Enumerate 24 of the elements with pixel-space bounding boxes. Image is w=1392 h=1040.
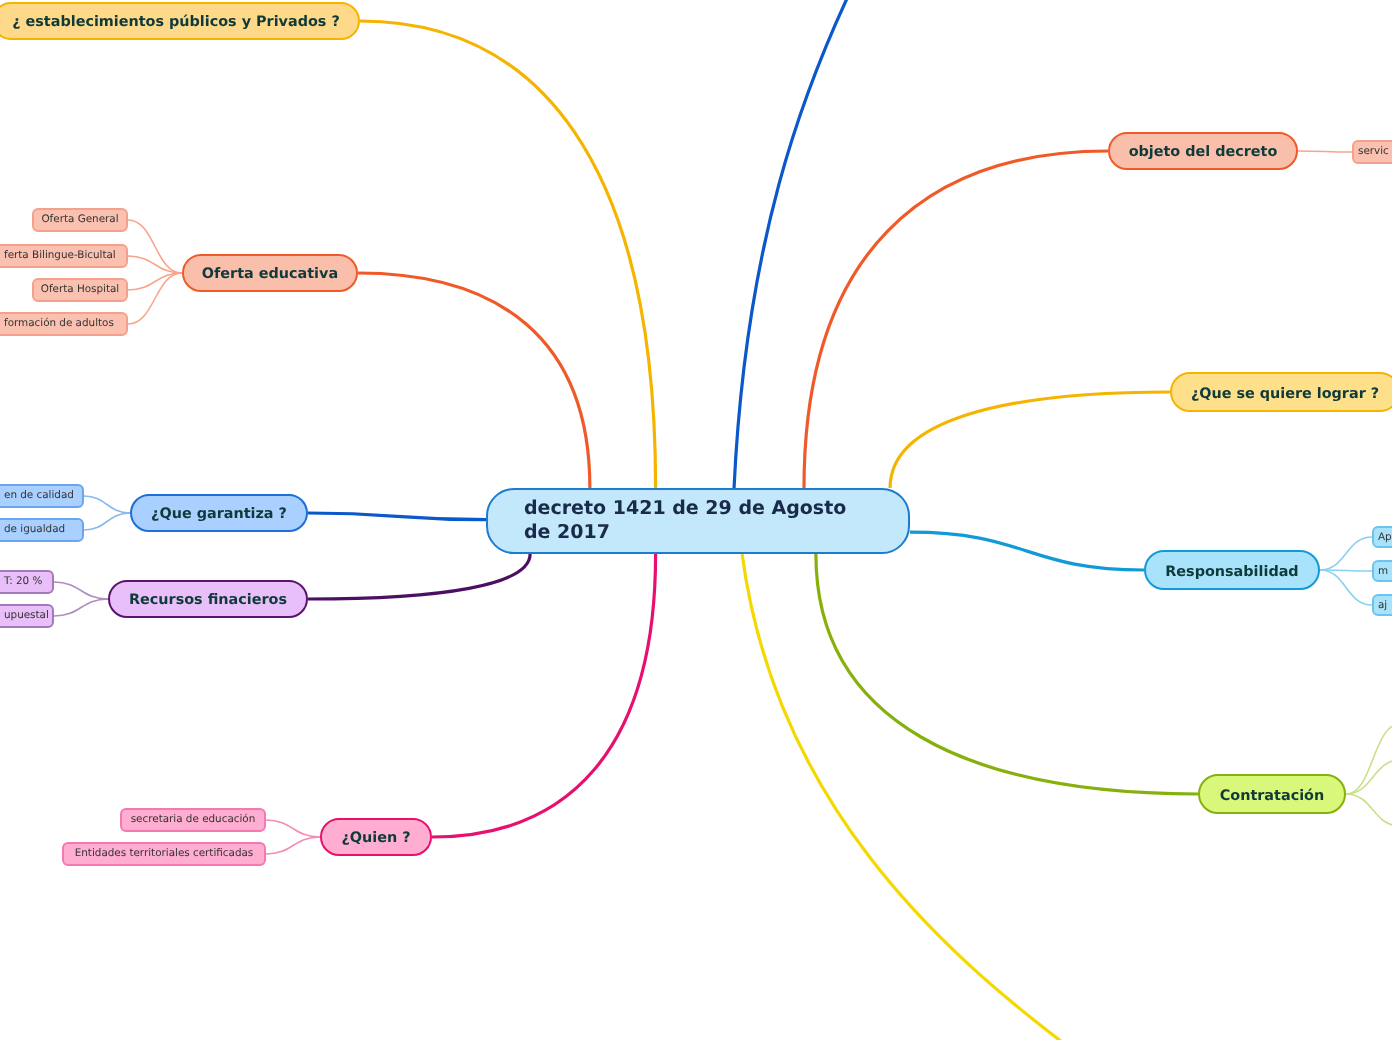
sub-branch-line	[1345, 793, 1392, 827]
branch-line	[802, 149, 1109, 489]
sub-branch-line	[83, 495, 131, 514]
branch-line	[308, 553, 532, 601]
sub-branch-line	[1319, 569, 1373, 606]
branch-line	[909, 530, 1145, 572]
sub-branch-line	[1319, 569, 1373, 572]
sub-branch-line	[127, 272, 183, 291]
sub-branch-line	[127, 272, 183, 325]
branch-line	[431, 553, 658, 839]
sub-branch-line	[83, 512, 131, 531]
branch-line	[359, 19, 658, 489]
branch-line	[814, 553, 1199, 796]
branch-line	[357, 271, 592, 489]
branch-line	[308, 511, 486, 522]
sub-branch-line	[1345, 759, 1392, 795]
sub-branch-line	[127, 219, 183, 274]
sub-branch-line	[53, 598, 109, 617]
branch-line	[888, 390, 1171, 489]
central-topic: decreto 1421 de 29 de Agosto de 2017	[486, 488, 910, 554]
sub-branch-line	[1345, 723, 1392, 795]
branch-line	[732, 0, 852, 489]
sub-branch-line	[265, 836, 321, 855]
sub-branch-line	[1297, 150, 1353, 153]
